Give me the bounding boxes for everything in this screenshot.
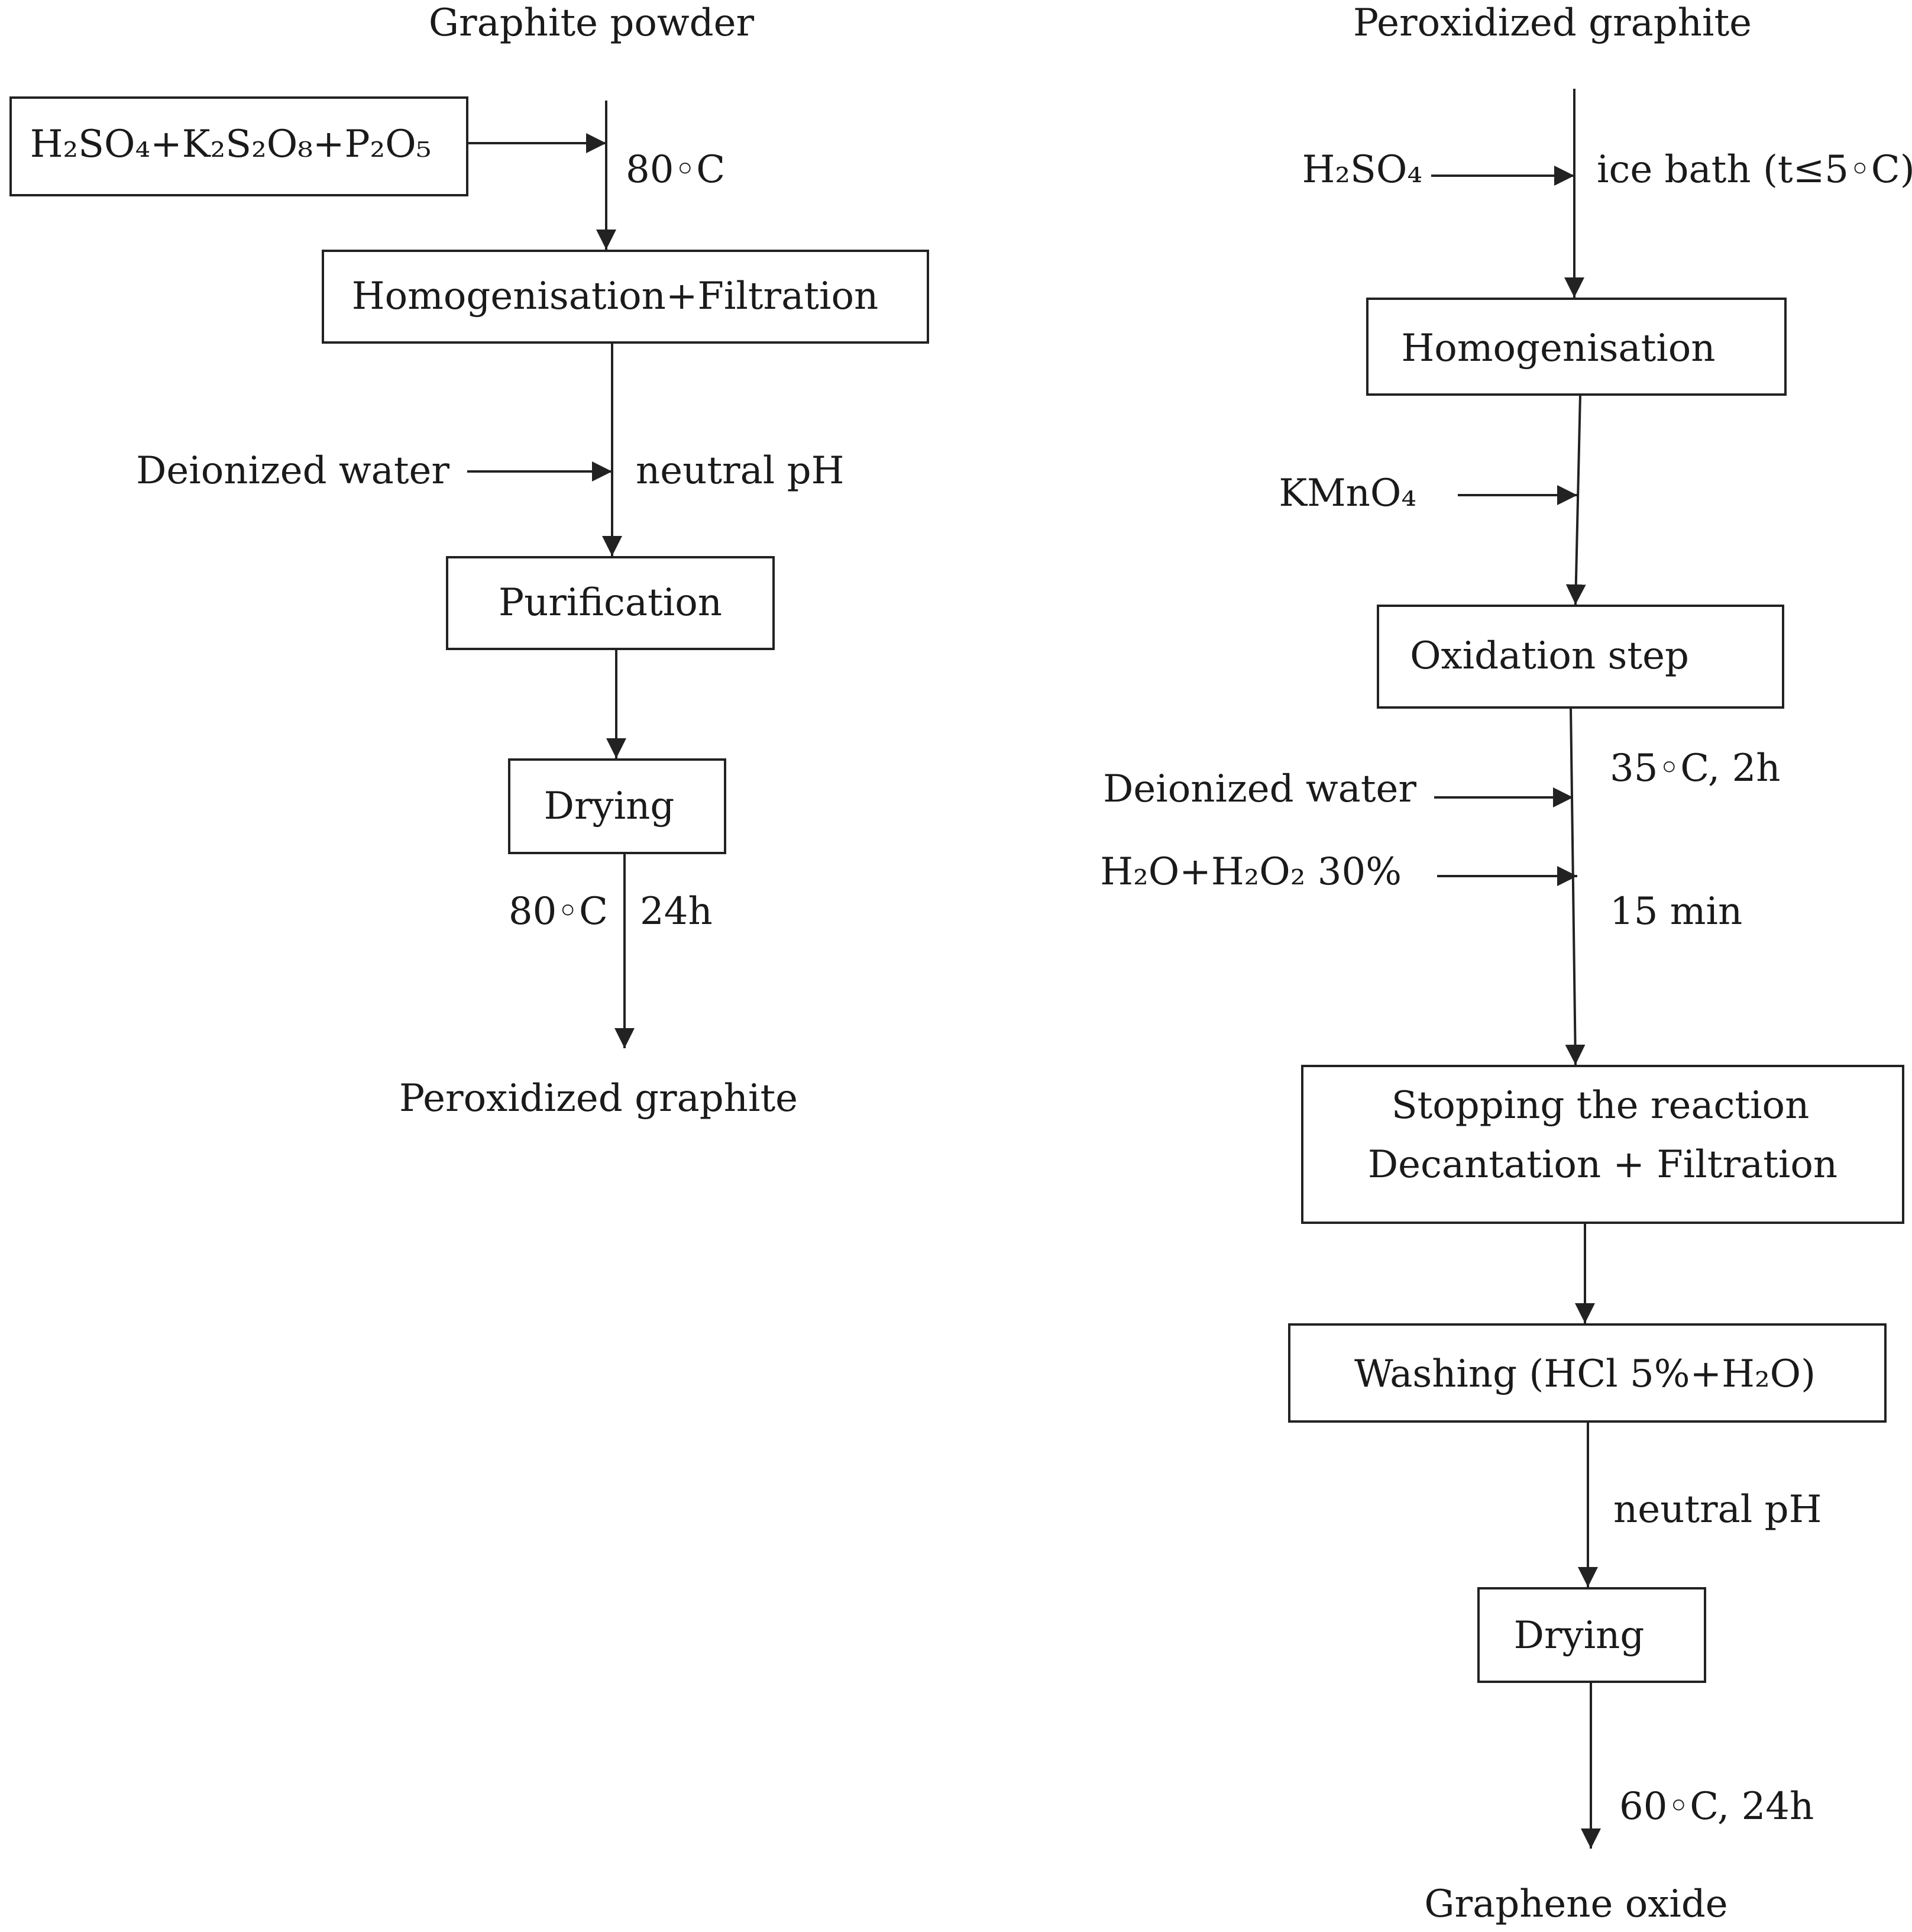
left-cond-drying-temp: 80◦C (509, 890, 608, 933)
left-purification-label: Purification (499, 581, 722, 625)
right-input-kmno4: KMnO₄ (1279, 471, 1416, 515)
right-washing-label: Washing (HCl 5%+H₂O) (1354, 1352, 1816, 1396)
left-cond-neutral: neutral pH (636, 449, 844, 493)
right-stop-line1: Stopping the reaction (1392, 1084, 1810, 1127)
right-cond-35c: 35◦C, 2h (1610, 747, 1781, 790)
right-oxidation-label: Oxidation step (1410, 634, 1689, 678)
right-cond-neutral: neutral pH (1613, 1488, 1822, 1532)
right-end-label: Graphene oxide (1424, 1882, 1727, 1926)
left-reagent-label: H₂SO₄+K₂S₂O₈+P₂O₅ (30, 122, 432, 166)
left-homog-filt-box (322, 250, 929, 344)
right-input-water: Deionized water (1103, 767, 1416, 811)
right-input-h2o2: H₂O+H₂O₂ 30% (1100, 850, 1402, 894)
left-drying-label: Drying (544, 784, 675, 828)
left-end-label: Peroxidized graphite (399, 1077, 798, 1120)
right-arrow-oxid-to-stop (1565, 707, 1586, 1065)
left-input-water: Deionized water (136, 449, 449, 493)
left-cond-drying-time: 24h (640, 890, 713, 933)
right-cond-15min: 15 min (1610, 890, 1742, 933)
left-purification-box (446, 556, 775, 650)
right-oxidation-box (1377, 605, 1784, 709)
left-drying-box (508, 758, 726, 854)
left-homog-filt-label: Homogenisation+Filtration (352, 274, 878, 318)
right-cond-ice: ice bath (t≤5◦C) (1597, 148, 1912, 192)
left-start-label: Graphite powder (429, 1, 755, 45)
right-cond-60c: 60◦C, 24h (1619, 1785, 1814, 1828)
right-stop-line2: Decantation + Filtration (1368, 1143, 1837, 1187)
right-drying-label: Drying (1514, 1614, 1645, 1658)
right-input-h2so4: H₂SO₄ (1302, 148, 1422, 192)
right-homog-box (1366, 298, 1787, 396)
right-homog-label: Homogenisation (1401, 327, 1715, 370)
right-washing-box (1288, 1323, 1887, 1423)
right-start-label: Peroxidized graphite (1353, 1, 1752, 45)
left-reagent-box (9, 96, 468, 196)
right-drying-box (1477, 1587, 1706, 1683)
left-cond-80c: 80◦C (626, 148, 725, 192)
right-stop-box (1301, 1065, 1904, 1224)
right-arrow-homog-to-oxid (1565, 394, 1586, 605)
